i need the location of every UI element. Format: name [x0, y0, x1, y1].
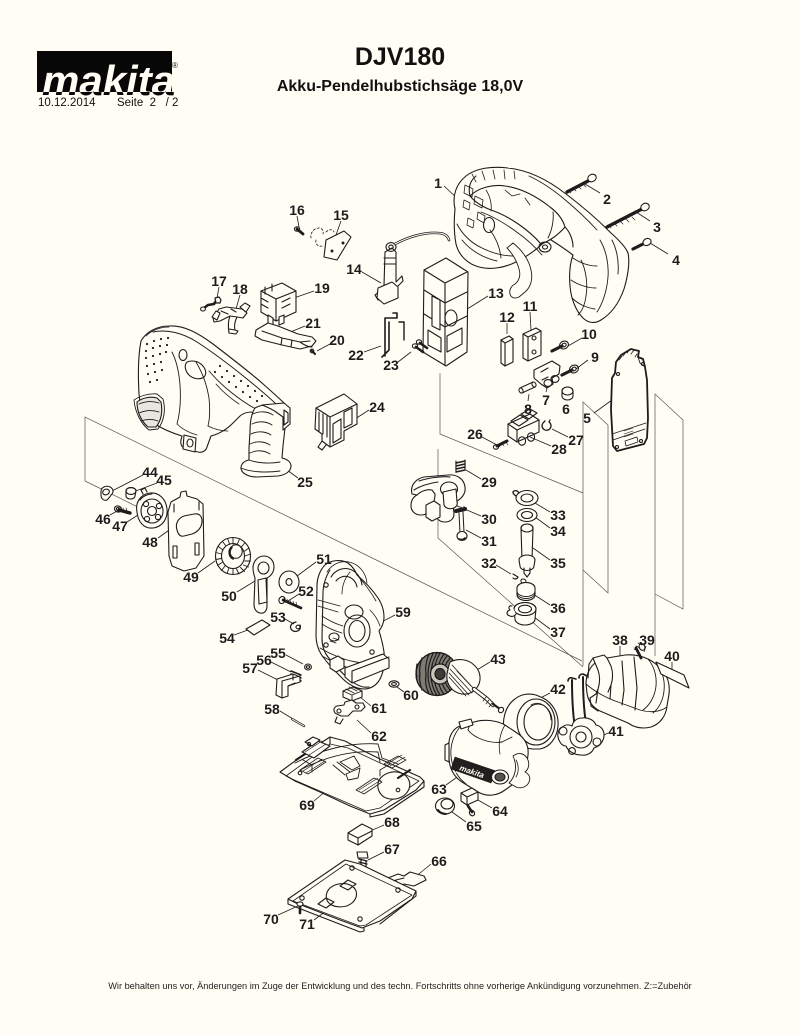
svg-text:33: 33 [550, 507, 566, 523]
svg-text:24: 24 [369, 399, 385, 415]
svg-text:63: 63 [431, 781, 447, 797]
svg-text:46: 46 [95, 511, 111, 527]
svg-text:1: 1 [434, 175, 442, 191]
svg-text:23: 23 [383, 357, 399, 373]
svg-text:58: 58 [264, 701, 280, 717]
svg-text:51: 51 [316, 551, 332, 567]
svg-text:2: 2 [603, 191, 611, 207]
svg-text:48: 48 [142, 534, 158, 550]
svg-text:Wir behalten uns vor, Änderung: Wir behalten uns vor, Änderungen im Zuge… [108, 981, 692, 991]
svg-text:17: 17 [211, 273, 227, 289]
svg-text:27: 27 [568, 432, 584, 448]
svg-text:50: 50 [221, 588, 237, 604]
svg-text:39: 39 [639, 632, 655, 648]
svg-text:15: 15 [333, 207, 349, 223]
svg-text:42: 42 [550, 681, 566, 697]
svg-text:47: 47 [112, 518, 128, 534]
svg-text:34: 34 [550, 523, 566, 539]
svg-text:20: 20 [329, 332, 345, 348]
svg-text:7: 7 [542, 392, 550, 408]
svg-text:35: 35 [550, 555, 566, 571]
svg-text:12: 12 [499, 309, 515, 325]
svg-text:31: 31 [481, 533, 497, 549]
svg-text:71: 71 [299, 916, 315, 932]
svg-text:43: 43 [490, 651, 506, 667]
svg-text:Akku-Pendelhubstichsäge 18,0V: Akku-Pendelhubstichsäge 18,0V [277, 78, 524, 95]
svg-text:53: 53 [270, 609, 286, 625]
svg-text:11: 11 [523, 298, 538, 314]
svg-text:49: 49 [183, 569, 199, 585]
svg-text:40: 40 [664, 648, 680, 664]
svg-text:32: 32 [481, 555, 497, 571]
svg-text:67: 67 [384, 841, 400, 857]
svg-text:41: 41 [608, 723, 624, 739]
svg-text:9: 9 [591, 349, 599, 365]
svg-text:5: 5 [583, 410, 591, 426]
svg-text:19: 19 [314, 280, 330, 296]
svg-text:3: 3 [653, 219, 661, 235]
svg-text:16: 16 [289, 202, 305, 218]
svg-text:30: 30 [481, 511, 497, 527]
svg-text:69: 69 [299, 797, 315, 813]
svg-text:37: 37 [550, 624, 566, 640]
svg-text:14: 14 [346, 261, 362, 277]
svg-text:57: 57 [242, 660, 258, 676]
svg-text:36: 36 [550, 600, 566, 616]
svg-text:65: 65 [466, 818, 482, 834]
svg-text:70: 70 [263, 911, 279, 927]
svg-text:makita: makita [42, 57, 175, 104]
svg-text:54: 54 [219, 630, 235, 646]
svg-text:DJV180: DJV180 [355, 43, 445, 71]
svg-text:makita: makita [42, 57, 175, 104]
svg-text:55: 55 [270, 645, 286, 661]
svg-text:28: 28 [551, 441, 567, 457]
svg-text:52: 52 [298, 583, 314, 599]
svg-text:21: 21 [305, 315, 321, 331]
svg-text:Seite 2 / 2: Seite 2 / 2 [117, 97, 178, 109]
svg-text:61: 61 [371, 700, 387, 716]
svg-text:8: 8 [524, 401, 532, 417]
svg-text:60: 60 [403, 687, 419, 703]
svg-text:44: 44 [142, 464, 158, 480]
svg-text:62: 62 [371, 728, 387, 744]
svg-text:10.12.2014: 10.12.2014 [38, 97, 96, 109]
svg-text:59: 59 [395, 604, 411, 620]
svg-text:29: 29 [481, 474, 497, 490]
svg-text:45: 45 [156, 472, 172, 488]
svg-text:6: 6 [562, 401, 570, 417]
svg-text:18: 18 [232, 281, 248, 297]
svg-text:22: 22 [348, 347, 364, 363]
svg-text:66: 66 [431, 853, 447, 869]
svg-text:64: 64 [492, 803, 508, 819]
svg-text:56: 56 [256, 652, 272, 668]
svg-text:10: 10 [581, 326, 597, 342]
svg-text:4: 4 [672, 252, 680, 268]
svg-text:®: ® [172, 61, 178, 70]
svg-text:38: 38 [612, 632, 628, 648]
svg-text:13: 13 [488, 285, 504, 301]
svg-text:26: 26 [467, 426, 483, 442]
svg-text:68: 68 [384, 814, 400, 830]
svg-text:25: 25 [297, 474, 313, 490]
